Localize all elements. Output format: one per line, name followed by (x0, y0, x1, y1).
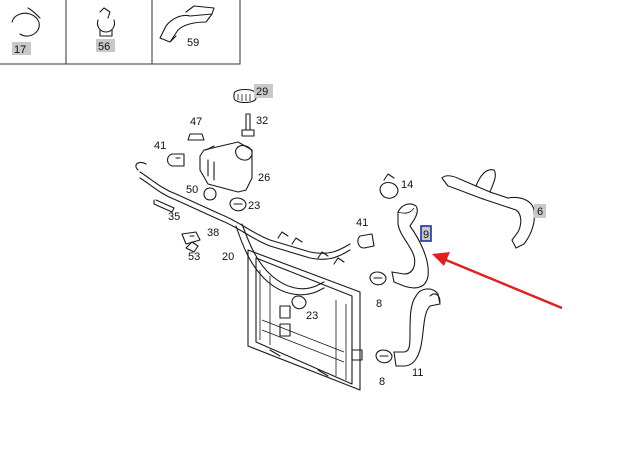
bracket-38[interactable] (181, 231, 201, 245)
callout-41a[interactable]: 41 (154, 140, 166, 152)
clamp-23a[interactable] (229, 197, 247, 212)
clip-53[interactable] (185, 241, 199, 253)
header-part-59[interactable]: 59 (159, 5, 215, 49)
callout-labels: 29 32 47 41 26 50 23 35 38 53 20 14 41 8… (154, 84, 546, 388)
callout-23b[interactable]: 23 (306, 310, 318, 322)
callout-11[interactable]: 11 (412, 367, 423, 379)
callout-23a[interactable]: 23 (248, 200, 260, 212)
radiator-cap[interactable] (233, 88, 257, 104)
clamp-8b[interactable] (375, 349, 393, 364)
clamp-14[interactable] (379, 173, 399, 199)
callout-20[interactable]: 20 (222, 251, 234, 263)
header-part-56-label: 56 (98, 41, 110, 53)
selection-box (420, 225, 432, 242)
radiator[interactable] (247, 231, 363, 391)
callout-8a[interactable]: 8 (376, 298, 382, 310)
header-part-17[interactable]: 17 (11, 7, 41, 56)
clamp-41b[interactable] (357, 233, 375, 249)
hose-20[interactable] (135, 161, 351, 296)
callout-8b[interactable]: 8 (379, 376, 385, 388)
clamp-50[interactable] (203, 187, 217, 201)
callout-14[interactable]: 14 (401, 179, 413, 191)
callout-35[interactable]: 35 (168, 211, 180, 223)
callout-41b[interactable]: 41 (356, 217, 368, 229)
pointer-arrow (432, 252, 563, 310)
clamp-41a[interactable] (166, 153, 185, 167)
callout-26[interactable]: 26 (258, 172, 270, 184)
callout-32[interactable]: 32 (256, 115, 268, 127)
callout-29[interactable]: 29 (256, 86, 268, 98)
grommet-47[interactable] (187, 133, 205, 141)
header-part-59-label: 59 (187, 37, 199, 49)
clamp-8a[interactable] (369, 271, 387, 286)
callout-9[interactable]: 9 (423, 229, 429, 241)
callout-50[interactable]: 50 (186, 184, 198, 196)
hose-11[interactable] (393, 288, 441, 367)
callout-6[interactable]: 6 (537, 206, 543, 218)
clamp-23b[interactable] (291, 295, 307, 310)
callout-47[interactable]: 47 (190, 116, 202, 128)
hose-9[interactable] (391, 203, 429, 289)
header-part-56[interactable]: 56 (96, 7, 116, 53)
callout-53[interactable]: 53 (188, 251, 200, 263)
level-sensor[interactable] (241, 113, 255, 137)
callout-38[interactable]: 38 (207, 227, 219, 239)
hose-35[interactable] (153, 199, 175, 213)
coolant-reservoir[interactable] (199, 141, 253, 193)
header-parts-strip: 17 56 59 (0, 0, 241, 65)
header-part-17-label: 17 (14, 44, 26, 56)
hose-6[interactable] (441, 169, 535, 249)
